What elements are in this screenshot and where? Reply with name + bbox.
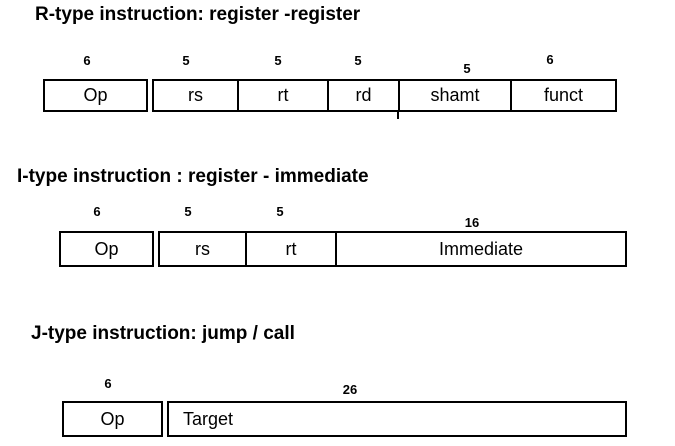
r-type-rd-label: rd bbox=[355, 85, 372, 105]
r-type-rs-label: rs bbox=[188, 85, 203, 105]
j-type-bits-target: 26 bbox=[342, 382, 358, 397]
r-type-rs-cell: rs bbox=[154, 81, 237, 110]
r-type-title: R-type instruction: register -register bbox=[35, 4, 361, 25]
stray-divider-tick bbox=[397, 111, 399, 119]
j-type-target-box: Target bbox=[167, 401, 627, 437]
i-type-rt-label: rt bbox=[285, 238, 297, 259]
r-type-bits-shamt: 5 bbox=[463, 61, 471, 76]
i-type-immediate-cell: Immediate bbox=[335, 233, 625, 265]
i-type-rt-cell: rt bbox=[245, 233, 335, 265]
r-type-funct-cell: funct bbox=[510, 81, 615, 110]
i-type-rs-label: rs bbox=[195, 238, 210, 259]
j-type-target-label: Target bbox=[183, 408, 234, 429]
r-type-rd-cell: rd bbox=[327, 81, 398, 110]
r-type-shamt-cell: shamt bbox=[398, 81, 510, 110]
r-type-shamt-label: shamt bbox=[430, 85, 480, 105]
r-type-funct-label: funct bbox=[543, 85, 584, 105]
r-type-bits-rs: 5 bbox=[182, 53, 190, 68]
r-type-bits-rt: 5 bbox=[274, 53, 282, 68]
i-type-bits-op: 6 bbox=[93, 204, 101, 219]
i-type-op-cell: Op bbox=[59, 231, 154, 267]
r-type-bits-rd: 5 bbox=[354, 53, 362, 68]
r-type-rt-cell: rt bbox=[237, 81, 327, 110]
i-type-op-label: Op bbox=[94, 238, 119, 259]
j-type-op-cell: Op bbox=[62, 401, 163, 437]
j-type-target-cell: Target bbox=[169, 403, 625, 435]
i-type-title: I-type instruction : register - immediat… bbox=[17, 166, 369, 187]
j-type-bits-op: 6 bbox=[104, 376, 112, 391]
r-type-bits-funct: 6 bbox=[546, 52, 554, 67]
i-type-immediate-label: Immediate bbox=[438, 238, 524, 259]
r-type-bits-op: 6 bbox=[83, 53, 91, 68]
r-type-fields-box: rs rt rd shamt funct bbox=[152, 79, 617, 112]
i-type-bits-immediate: 16 bbox=[464, 215, 480, 230]
j-type-title: J-type instruction: jump / call bbox=[31, 323, 295, 344]
i-type-bits-rt: 5 bbox=[276, 204, 284, 219]
i-type-fields-box: rs rt Immediate bbox=[158, 231, 627, 267]
r-type-op-label: Op bbox=[83, 85, 108, 105]
i-type-rs-cell: rs bbox=[160, 233, 245, 265]
j-type-op-label: Op bbox=[100, 408, 125, 429]
i-type-bits-rs: 5 bbox=[184, 204, 192, 219]
r-type-op-cell: Op bbox=[43, 79, 148, 112]
r-type-rt-label: rt bbox=[277, 85, 289, 105]
